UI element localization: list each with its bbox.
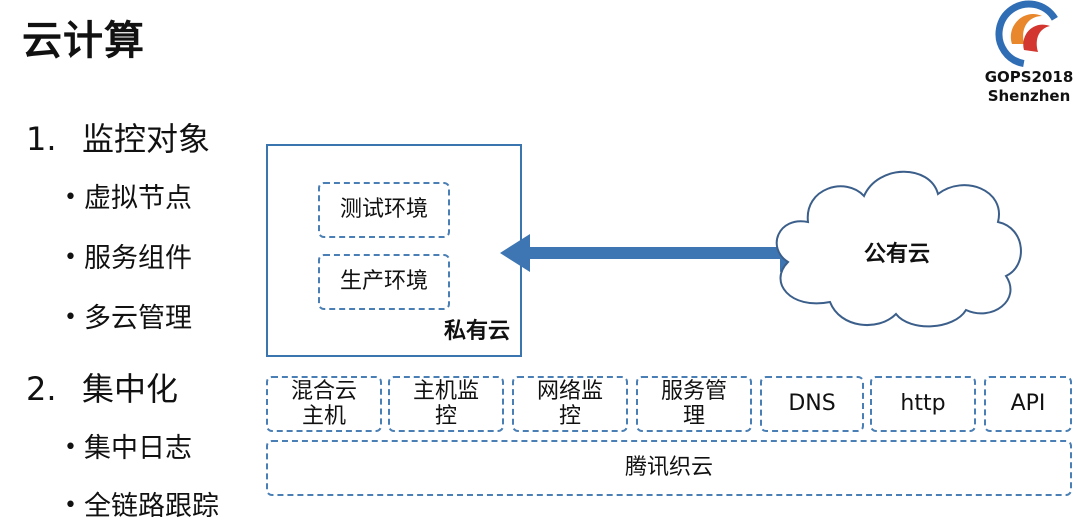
- tool-http: http: [870, 376, 976, 432]
- bullet: •: [64, 305, 77, 330]
- platform-box: 腾讯织云: [266, 440, 1072, 496]
- tool-hybrid-host: 混合云主机: [266, 376, 382, 432]
- list-item: • 集中日志: [64, 426, 192, 465]
- page-title: 云计算: [22, 18, 145, 64]
- public-cloud-label: 公有云: [863, 242, 930, 267]
- list-heading-1: 1. 监控对象: [26, 114, 210, 160]
- tool-label: 主机监: [412, 378, 479, 404]
- bullet: •: [64, 245, 77, 270]
- private-cloud-box: 测试环境 生产环境 私有云: [266, 144, 522, 357]
- logo-text-city: Shenzhen: [987, 87, 1071, 105]
- tool-host-monitor: 主机监控: [388, 376, 504, 432]
- list-item-label: 虚拟节点: [84, 183, 192, 214]
- private-cloud-label: 私有云: [443, 319, 510, 344]
- tool-api: API: [984, 376, 1072, 432]
- list-item: • 全链路跟踪: [64, 484, 219, 523]
- list-item: • 服务组件: [64, 236, 192, 275]
- prod-env-label: 生产环境: [339, 269, 428, 295]
- logo-text-event: GOPS2018: [984, 68, 1074, 86]
- list-number: 1.: [26, 120, 57, 158]
- prod-env-box: 生产环境: [318, 254, 450, 310]
- list-item-label: 服务组件: [84, 243, 192, 274]
- tool-network-monitor: 网络监控: [512, 376, 628, 432]
- test-env-box: 测试环境: [318, 182, 450, 238]
- list-item: • 多云管理: [64, 296, 192, 335]
- tool-label: 控: [558, 404, 581, 429]
- tool-label: http: [900, 391, 946, 417]
- list-heading-label: 集中化: [82, 370, 179, 408]
- tool-label: DNS: [788, 391, 836, 417]
- gops-logo-icon: [995, 0, 1063, 68]
- bullet: •: [64, 435, 77, 460]
- tool-label: 服务管: [660, 378, 727, 404]
- list-item-label: 多云管理: [84, 303, 192, 334]
- list-heading-label: 监控对象: [82, 120, 211, 158]
- bullet: •: [64, 185, 77, 210]
- test-env-label: 测试环境: [339, 197, 428, 223]
- list-item-label: 全链路跟踪: [84, 491, 219, 522]
- list-item-label: 集中日志: [84, 433, 192, 464]
- tool-label: 混合云: [290, 378, 357, 404]
- tool-dns: DNS: [760, 376, 864, 432]
- double-arrow-icon: [500, 234, 810, 272]
- gops-logo: GOPS2018 Shenzhen: [984, 0, 1074, 110]
- tool-label: 网络监: [536, 378, 603, 404]
- tool-label: API: [1010, 391, 1046, 417]
- bullet: •: [64, 493, 77, 518]
- platform-label: 腾讯织云: [624, 455, 713, 481]
- tool-service-management: 服务管理: [636, 376, 752, 432]
- cloud-icon: [775, 170, 1022, 328]
- tool-label: 主机: [301, 404, 346, 429]
- list-item: • 虚拟节点: [64, 176, 192, 215]
- list-number: 2.: [26, 370, 57, 408]
- list-heading-2: 2. 集中化: [26, 364, 178, 410]
- tool-label: 控: [434, 404, 457, 429]
- tool-label: 理: [682, 404, 705, 429]
